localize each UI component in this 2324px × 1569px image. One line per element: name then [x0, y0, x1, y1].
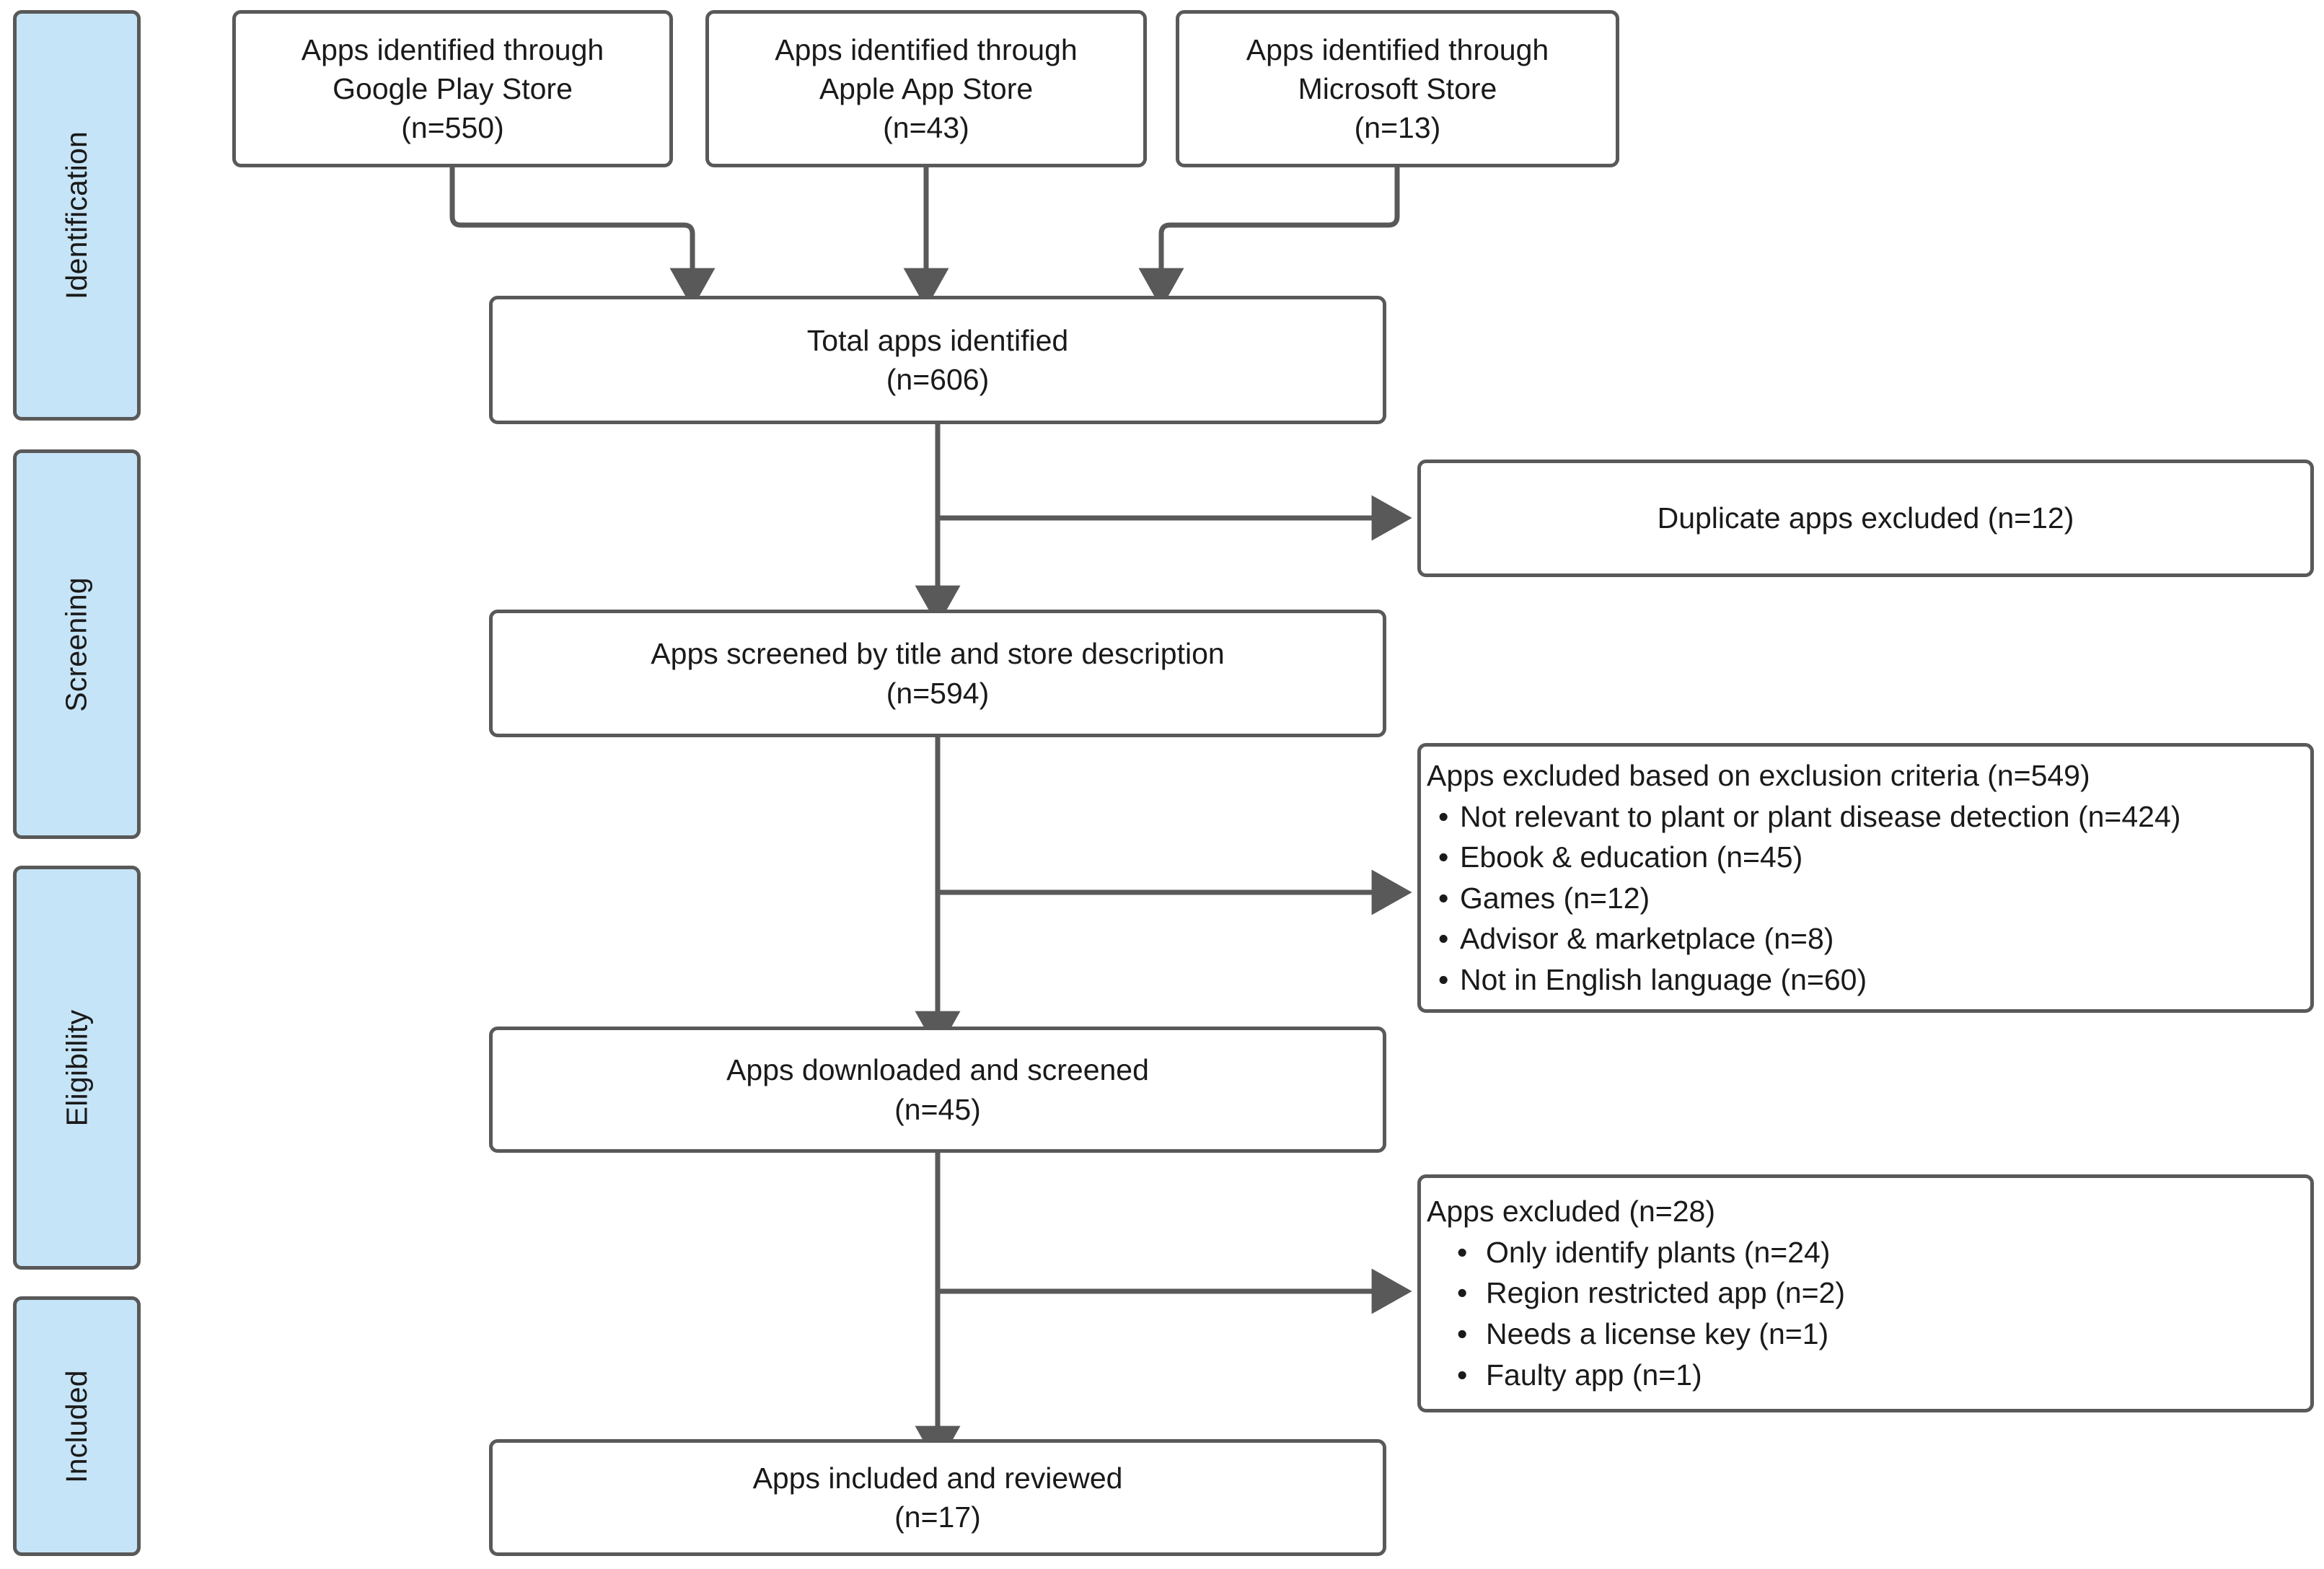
eligibility-exclusion-list: Only identify plants (n=24) Region restr… [1427, 1232, 1845, 1395]
node-apps-screened-count: (n=594) [886, 676, 990, 710]
node-apps-excluded-criteria: Apps excluded based on exclusion criteri… [1417, 743, 2314, 1013]
node-apps-screened: Apps screened by title and store descrip… [489, 610, 1386, 737]
node-duplicate-apps-excluded-label: Duplicate apps excluded (n=12) [1657, 501, 2074, 535]
node-source-apple-app-store-line2: Apple App Store [819, 71, 1034, 105]
stage-label-screening: Screening [13, 449, 141, 839]
node-source-apple-app-store-line1: Apps identified through [775, 32, 1078, 66]
node-source-apple-app-store-count: (n=43) [883, 111, 969, 145]
exclusion-criteria-list: Not relevant to plant or plant disease d… [1427, 796, 2180, 1001]
node-total-apps-identified-line1: Total apps identified [806, 323, 1069, 357]
node-source-google-play-line1: Apps identified through [301, 32, 604, 66]
node-apps-included-reviewed-count: (n=17) [894, 1500, 981, 1534]
list-item: Games (n=12) [1427, 878, 2180, 919]
node-apps-excluded-eligibility: Apps excluded (n=28) Only identify plant… [1417, 1174, 2314, 1412]
node-source-google-play: Apps identified through Google Play Stor… [232, 10, 673, 167]
node-apps-downloaded-screened-line1: Apps downloaded and screened [726, 1053, 1149, 1087]
stage-label-identification-text: Identification [60, 131, 94, 300]
node-total-apps-identified-count: (n=606) [886, 363, 990, 396]
node-apps-included-reviewed-line1: Apps included and reviewed [752, 1461, 1123, 1495]
list-item: Faulty app (n=1) [1427, 1355, 1845, 1396]
node-source-microsoft-store-line2: Microsoft Store [1298, 71, 1497, 105]
node-source-microsoft-store-count: (n=13) [1354, 111, 1441, 145]
stage-label-screening-text: Screening [60, 576, 94, 712]
list-item: Advisor & marketplace (n=8) [1427, 918, 2180, 959]
node-apps-downloaded-screened-count: (n=45) [894, 1092, 981, 1126]
node-apps-screened-line1: Apps screened by title and store descrip… [651, 637, 1225, 671]
node-apps-excluded-eligibility-title: Apps excluded (n=28) [1427, 1194, 1716, 1228]
node-duplicate-apps-excluded: Duplicate apps excluded (n=12) [1417, 460, 2314, 577]
stage-label-included-text: Included [60, 1369, 93, 1483]
list-item: Not in English language (n=60) [1427, 959, 2180, 1001]
node-source-apple-app-store: Apps identified through Apple App Store … [705, 10, 1147, 167]
list-item: Region restricted app (n=2) [1427, 1273, 1845, 1314]
node-total-apps-identified: Total apps identified (n=606) [489, 296, 1386, 424]
node-source-microsoft-store: Apps identified through Microsoft Store … [1176, 10, 1619, 167]
list-item: Only identify plants (n=24) [1427, 1232, 1845, 1273]
node-apps-downloaded-screened: Apps downloaded and screened (n=45) [489, 1027, 1386, 1153]
node-source-microsoft-store-line1: Apps identified through [1246, 32, 1549, 66]
node-apps-included-reviewed: Apps included and reviewed (n=17) [489, 1439, 1386, 1556]
stage-label-eligibility: Eligibility [13, 866, 141, 1270]
node-apps-excluded-criteria-title: Apps excluded based on exclusion criteri… [1427, 758, 2090, 792]
stage-label-identification: Identification [13, 10, 141, 421]
list-item: Not relevant to plant or plant disease d… [1427, 796, 2180, 838]
list-item: Ebook & education (n=45) [1427, 837, 2180, 878]
node-source-google-play-count: (n=550) [401, 111, 504, 145]
list-item: Needs a license key (n=1) [1427, 1314, 1845, 1355]
node-source-google-play-line2: Google Play Store [333, 71, 573, 105]
stage-label-eligibility-text: Eligibility [59, 1009, 93, 1126]
stage-label-included: Included [13, 1296, 141, 1556]
